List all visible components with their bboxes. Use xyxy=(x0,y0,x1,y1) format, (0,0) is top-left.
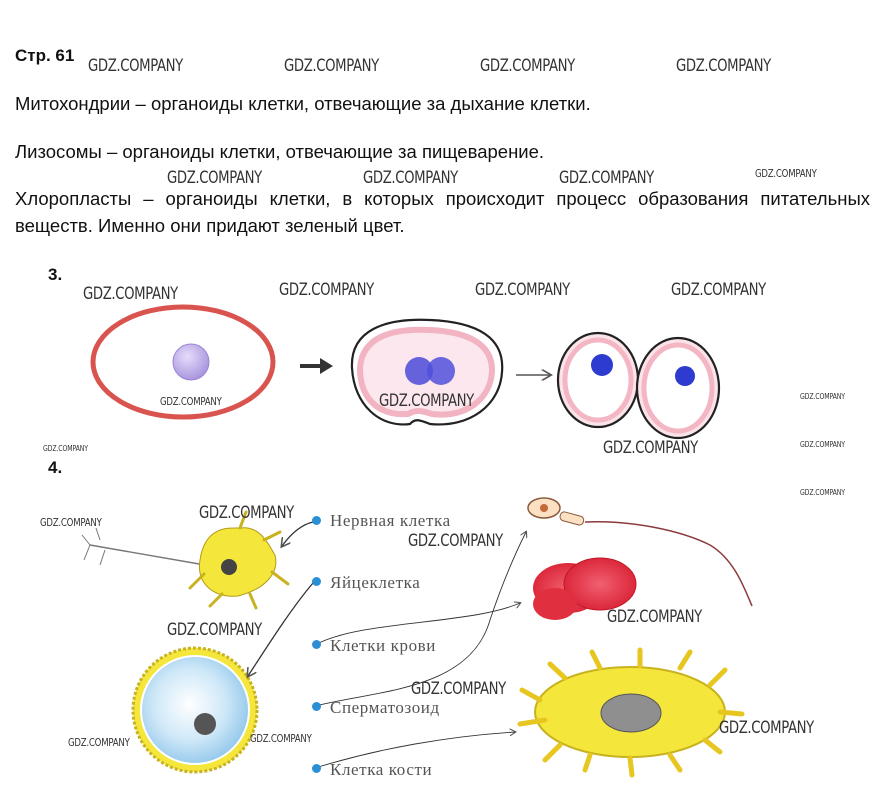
watermark: GDZ.COMPANY xyxy=(160,395,222,408)
neuron-illustration xyxy=(81,510,290,610)
arrow-sperm xyxy=(314,532,526,707)
label-dot xyxy=(312,702,321,711)
sperm-illustration xyxy=(527,497,753,607)
watermark: GDZ.COMPANY xyxy=(279,280,374,300)
watermark: GDZ.COMPANY xyxy=(603,438,698,458)
label-blood-cells: Клетки крови xyxy=(330,636,436,655)
watermark: GDZ.COMPANY xyxy=(719,718,814,738)
paragraph-lysosomes: Лизосомы – органоиды клетки, отвечающие … xyxy=(15,141,545,162)
label-dot xyxy=(312,577,321,586)
section-3-number: 3. xyxy=(48,265,63,284)
label-egg-cell: Яйцеклетка xyxy=(330,573,421,592)
label-dot xyxy=(312,516,321,525)
watermark: GDZ.COMPANY xyxy=(475,280,570,300)
section-4-number: 4. xyxy=(48,458,63,477)
watermark: GDZ.COMPANY xyxy=(800,440,845,449)
cell-dividing xyxy=(350,318,504,426)
watermark: GDZ.COMPANY xyxy=(379,391,474,411)
watermark: GDZ.COMPANY xyxy=(671,280,766,300)
watermark: GDZ.COMPANY xyxy=(676,56,771,76)
watermark: GDZ.COMPANY xyxy=(68,736,130,749)
label-neuron: Нервная клетка xyxy=(330,511,451,530)
watermark: GDZ.COMPANY xyxy=(40,516,102,529)
watermark: GDZ.COMPANY xyxy=(408,531,503,551)
paragraph-mitochondria: Митохондрии – органоиды клетки, отвечающ… xyxy=(15,93,591,114)
watermark: GDZ.COMPANY xyxy=(167,620,262,640)
watermark: GDZ.COMPANY xyxy=(284,56,379,76)
blood-cells-illustration xyxy=(533,557,637,620)
watermark: GDZ.COMPANY xyxy=(167,168,262,188)
paragraph-chloroplasts: Хлоропласты – органоиды клетки, в которы… xyxy=(15,188,870,236)
page-reference: Стр. 61 xyxy=(15,46,75,65)
bone-cell-illustration xyxy=(517,647,745,778)
label-bone-cell: Клетка кости xyxy=(330,760,433,779)
watermark: GDZ.COMPANY xyxy=(43,444,88,453)
watermark: GDZ.COMPANY xyxy=(199,503,294,523)
watermark: GDZ.COMPANY xyxy=(800,392,845,401)
watermark: GDZ.COMPANY xyxy=(88,56,183,76)
label-dot xyxy=(312,764,321,773)
egg-cell-illustration xyxy=(131,646,259,774)
daughter-cells xyxy=(556,331,721,440)
watermark: GDZ.COMPANY xyxy=(363,168,458,188)
label-sperm: Сперматозоид xyxy=(330,698,440,717)
thick-arrow xyxy=(300,358,333,374)
arrow-blood xyxy=(314,603,520,646)
cell-before-division xyxy=(90,304,276,420)
watermark: GDZ.COMPANY xyxy=(411,679,506,699)
watermark: GDZ.COMPANY xyxy=(755,167,817,180)
arrow-neuron xyxy=(282,521,314,546)
watermark: GDZ.COMPANY xyxy=(250,732,312,745)
label-dot xyxy=(312,640,321,649)
watermark: GDZ.COMPANY xyxy=(83,284,178,304)
watermark: GDZ.COMPANY xyxy=(800,488,845,497)
watermark: GDZ.COMPANY xyxy=(480,56,575,76)
watermark: GDZ.COMPANY xyxy=(559,168,654,188)
arrow-egg xyxy=(248,582,314,676)
arrow-bone xyxy=(314,732,515,769)
watermark: GDZ.COMPANY xyxy=(607,607,702,627)
